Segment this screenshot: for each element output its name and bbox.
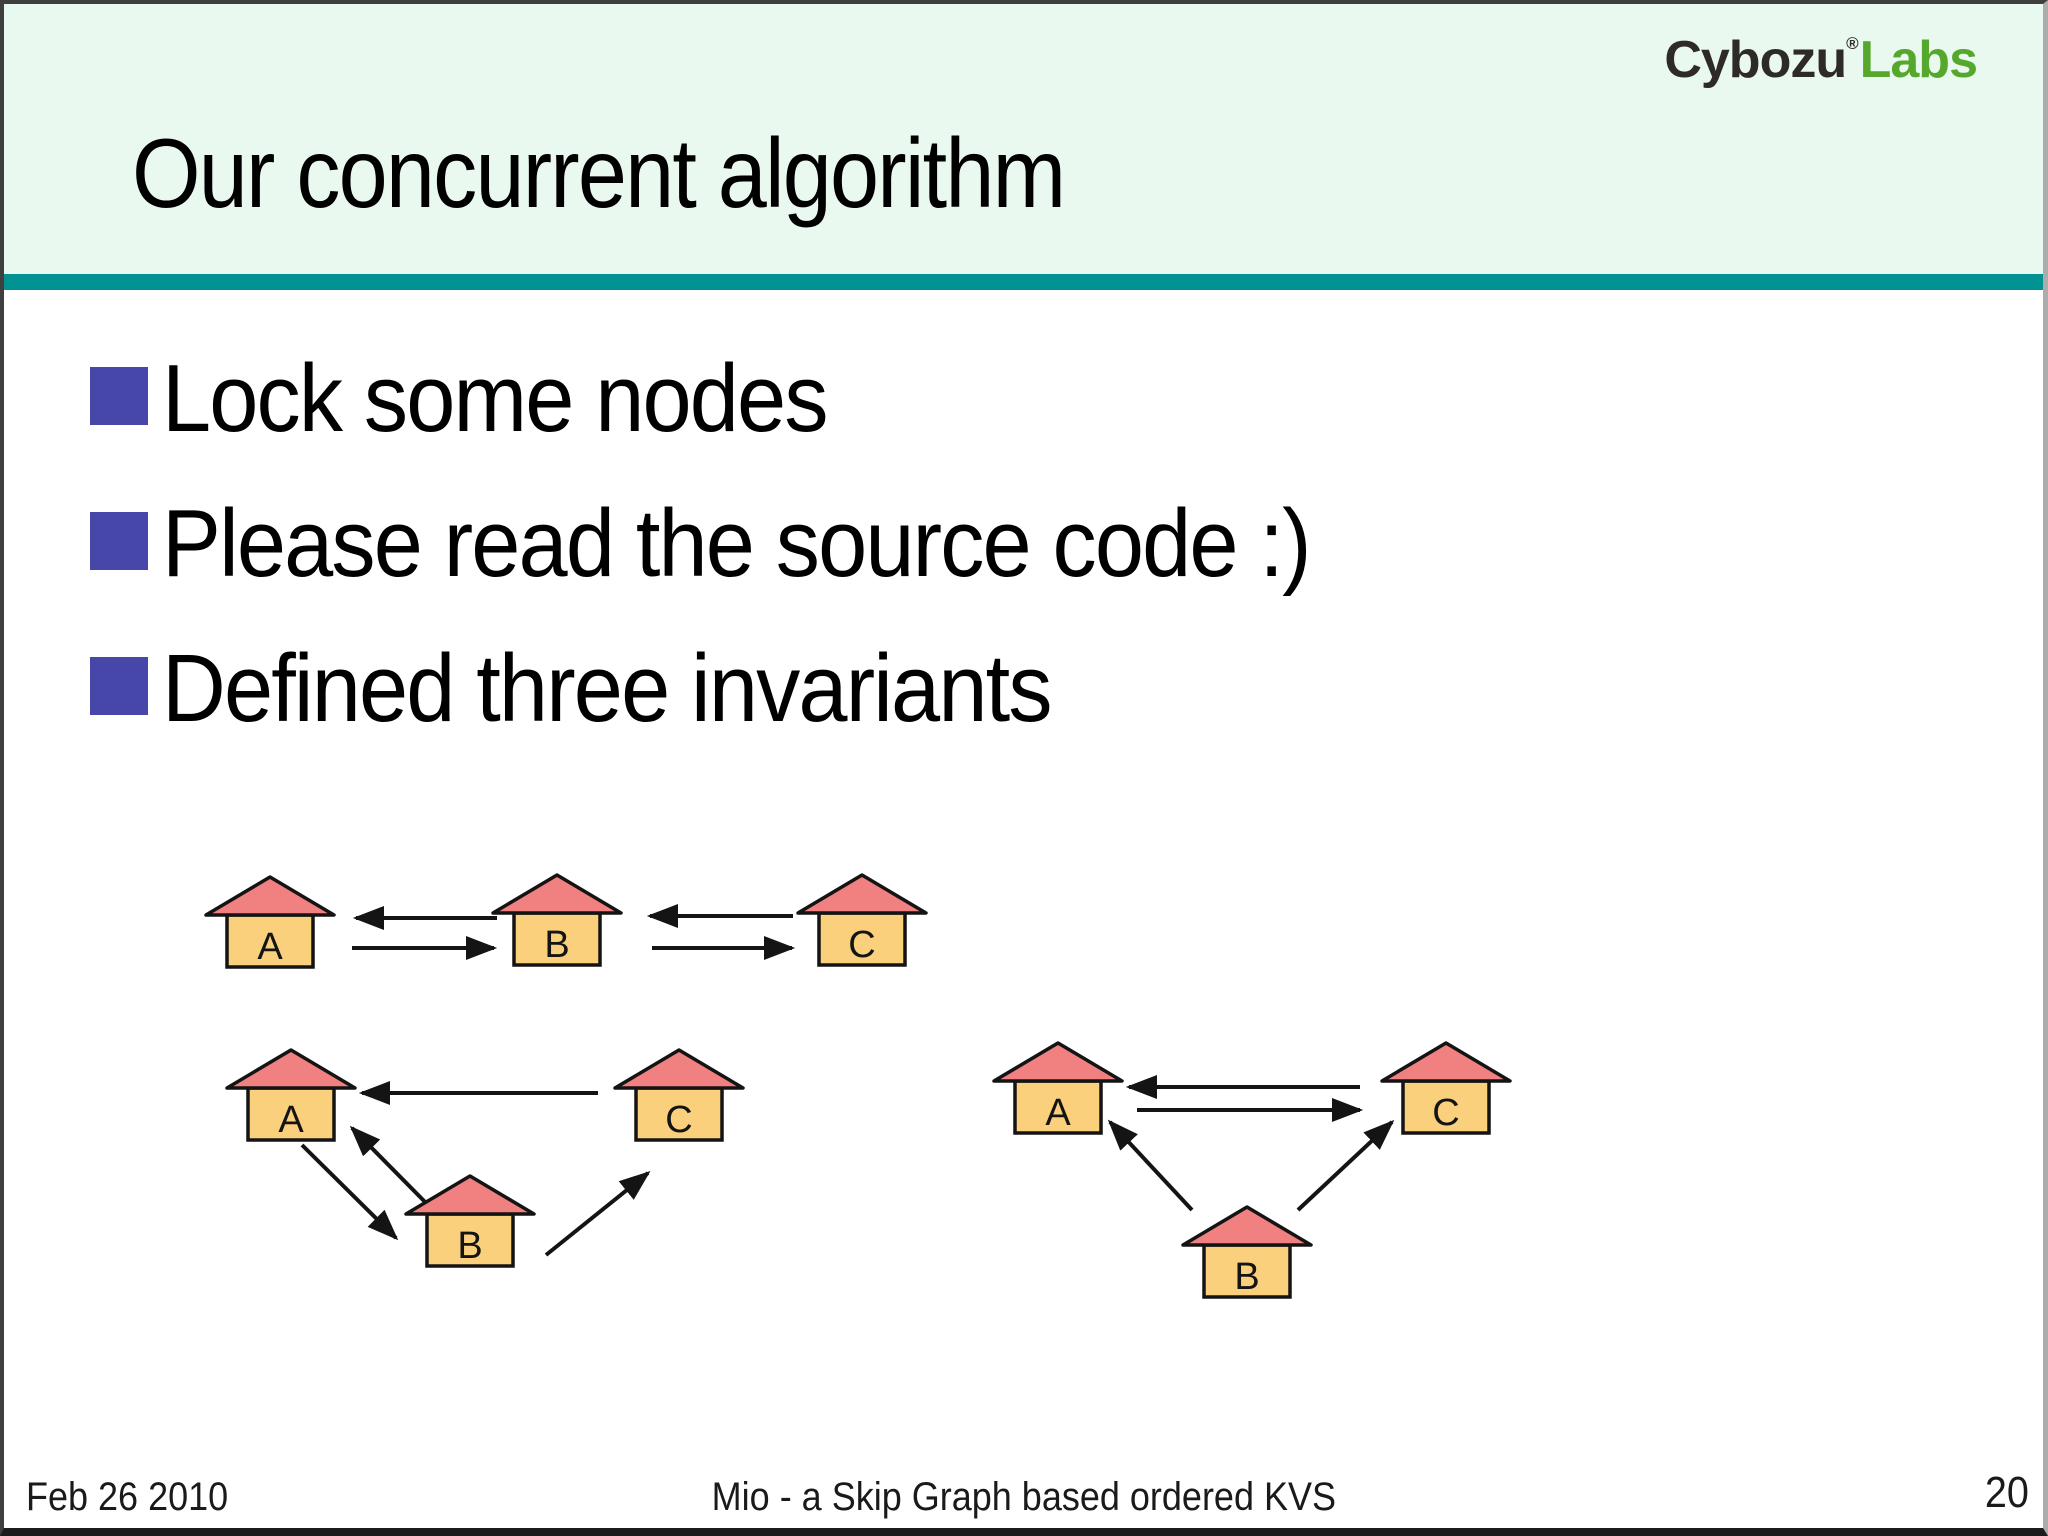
arrow-B-to-A bbox=[1107, 1119, 1194, 1212]
teal-divider-bar bbox=[4, 274, 2043, 290]
house-triangle-right-B-label: B bbox=[1234, 1256, 1259, 1298]
footer-date-text: Feb 26 2010 bbox=[26, 1475, 229, 1519]
house-triangle-right-B-body bbox=[1202, 1243, 1292, 1299]
footer-presentation-title-text: Mio - a Skip Graph based ordered KVS bbox=[711, 1475, 1336, 1519]
arrow-B-to-C bbox=[1296, 1119, 1395, 1212]
house-triangle-right-A-body bbox=[1013, 1079, 1103, 1135]
house-triangle-right-C-roof-icon bbox=[1380, 1041, 1512, 1083]
house-triangle-left-A-roof-icon bbox=[225, 1048, 357, 1090]
house-row-B-label: B bbox=[544, 924, 569, 966]
house-triangle-right-B-roof-icon bbox=[1181, 1205, 1313, 1247]
house-row-C-roof-icon bbox=[796, 873, 928, 915]
house-triangle-left-B-body bbox=[425, 1212, 515, 1268]
logo-text-labs: Labs bbox=[1859, 31, 1978, 89]
footer-page-number: 20 bbox=[1980, 1468, 2029, 1518]
house-triangle-left-C-label: C bbox=[665, 1099, 692, 1141]
footer-presentation-title: Mio - a Skip Graph based ordered KVS bbox=[4, 1475, 2043, 1520]
slide-title: Our concurrent algorithm bbox=[132, 118, 1168, 228]
house-triangle-right-A-roof-icon bbox=[992, 1041, 1124, 1083]
house-triangle-left-A-body bbox=[246, 1086, 336, 1142]
house-triangle-right-C-body bbox=[1401, 1079, 1491, 1135]
house-row-C-body bbox=[817, 911, 907, 967]
bullet-square-icon bbox=[90, 367, 148, 425]
house-row-A-body bbox=[225, 913, 315, 969]
house-triangle-left-A-label: A bbox=[278, 1099, 304, 1141]
bullet-square-icon bbox=[90, 512, 148, 570]
cybozu-labs-logo: Cybozu®Labs bbox=[1664, 30, 1978, 90]
house-row-B-roof-icon bbox=[491, 873, 623, 915]
house-group-row: A B C bbox=[204, 873, 928, 969]
house-triangle-left-B-label: B bbox=[457, 1225, 482, 1267]
bullet-item-2: Please read the source code :) bbox=[90, 495, 2023, 592]
bullet-label: Defined three invariants bbox=[162, 635, 1052, 742]
house-row-A-roof-icon bbox=[204, 875, 336, 917]
house-row-A-label: A bbox=[257, 926, 283, 968]
bullet-item-3: Defined three invariants bbox=[90, 640, 2023, 737]
arrow-A-to-B bbox=[300, 1143, 399, 1241]
footer-date: Feb 26 2010 bbox=[26, 1475, 251, 1520]
logo-text-cybozu: Cybozu bbox=[1664, 31, 1847, 89]
house-triangle-right-C-label: C bbox=[1432, 1092, 1459, 1134]
house-group-triangle-left: A C B bbox=[225, 1048, 745, 1268]
house-triangle-left-C-body bbox=[634, 1086, 724, 1142]
bullet-list: Lock some nodes Please read the source c… bbox=[90, 350, 2023, 785]
house-triangle-left-C-roof-icon bbox=[613, 1048, 745, 1090]
slide-header: Cybozu®Labs Our concurrent algorithm bbox=[4, 4, 2043, 274]
bullet-item-1: Lock some nodes bbox=[90, 350, 2023, 447]
arrow-B-to-A bbox=[349, 1125, 432, 1209]
logo-registered-mark: ® bbox=[1846, 34, 1858, 53]
bullet-label: Please read the source code :) bbox=[162, 490, 1311, 597]
slide-title-text: Our concurrent algorithm bbox=[132, 118, 1066, 228]
house-row-B-body bbox=[512, 911, 602, 967]
arrow-B-to-C bbox=[544, 1170, 651, 1257]
house-triangle-right-A-label: A bbox=[1045, 1092, 1071, 1134]
house-triangle-left-B-roof-icon bbox=[404, 1174, 536, 1216]
house-group-triangle-right: A C B bbox=[992, 1041, 1512, 1299]
bullet-label: Lock some nodes bbox=[162, 345, 828, 452]
footer-page-number-text: 20 bbox=[1984, 1468, 2029, 1517]
bullet-square-icon bbox=[90, 657, 148, 715]
diagram-root: A B C A C B A C B bbox=[204, 873, 1512, 1299]
house-row-C-label: C bbox=[848, 924, 875, 966]
